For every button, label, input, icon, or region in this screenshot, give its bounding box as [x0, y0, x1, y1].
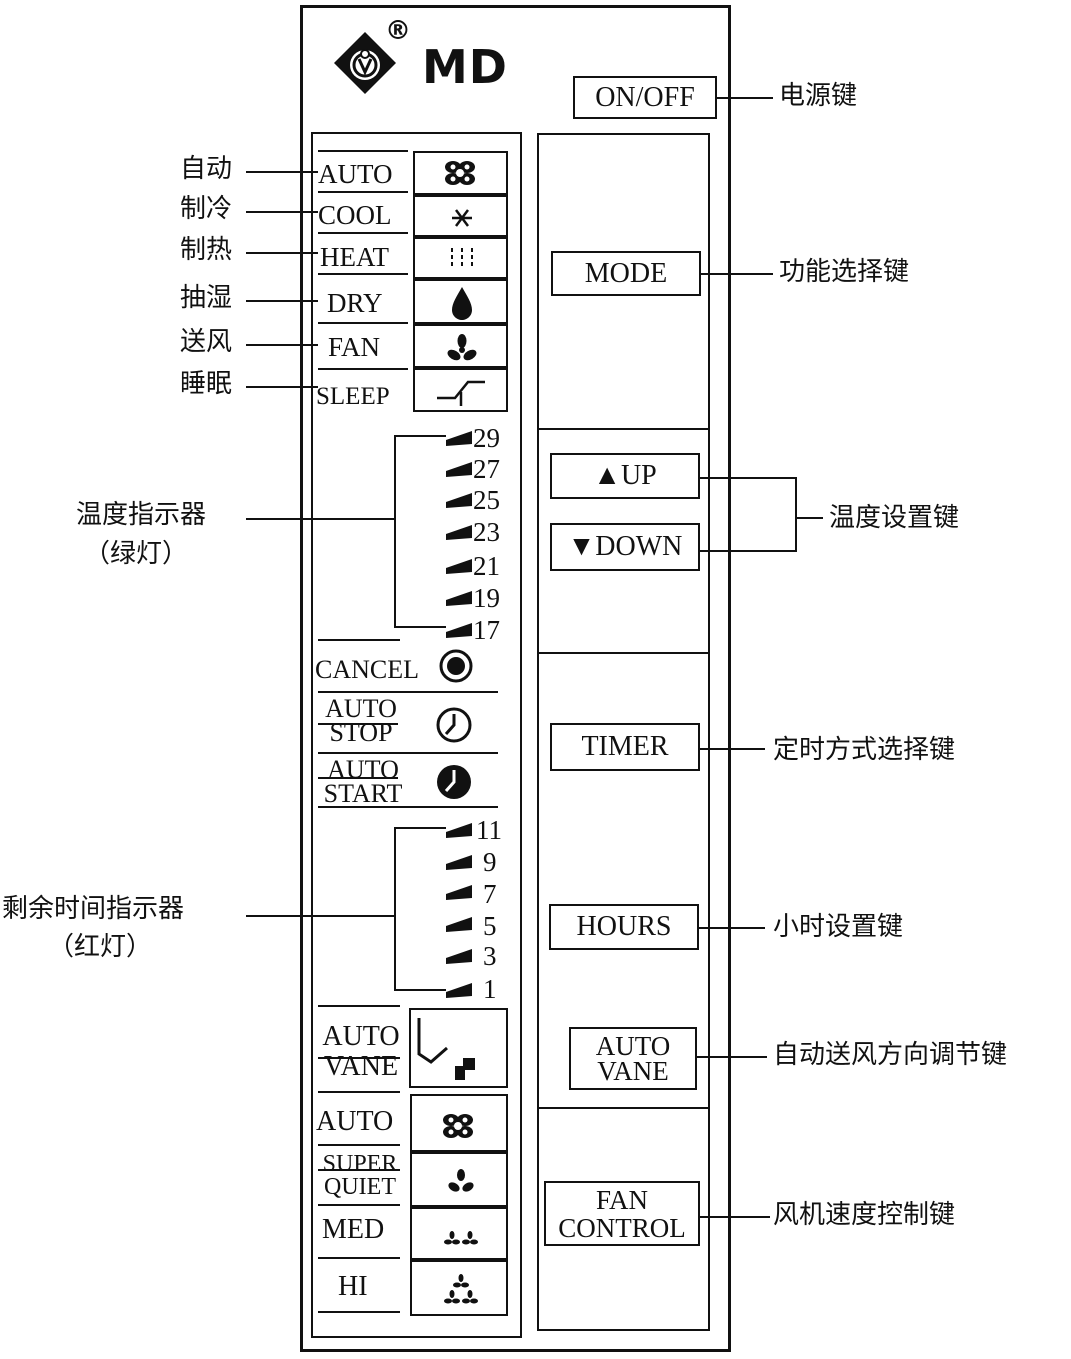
hours-button[interactable]: HOURS	[549, 904, 699, 950]
label-hours-key: 小时设置键	[773, 912, 904, 942]
label-heat-cn: 制热	[180, 235, 233, 265]
mode-label-heat: HEAT	[320, 242, 389, 272]
label-temp-set-key: 温度设置键	[829, 503, 960, 533]
temp-23: 23	[473, 517, 500, 547]
brand-logo-icon	[332, 30, 398, 96]
hours-7: 7	[483, 879, 497, 909]
vane-icon	[409, 1008, 508, 1088]
clock-filled-icon	[434, 762, 474, 802]
brand-name: MD	[422, 40, 508, 94]
temp-21: 21	[473, 551, 500, 581]
fan-icon	[413, 324, 508, 368]
label-sleep-cn: 睡眠	[180, 369, 233, 399]
label-auto-cn: 自动	[180, 154, 233, 184]
hours-1: 1	[483, 974, 497, 1004]
fan-auto-icon	[410, 1094, 508, 1152]
registered-mark: ®	[385, 16, 411, 46]
mode-label-auto: AUTO	[318, 159, 393, 189]
fan-speed-med-label: MED	[322, 1214, 385, 1245]
mode-label-cool: COOL	[318, 200, 392, 230]
temp-down-button[interactable]: ▼DOWN	[550, 523, 700, 571]
temp-19: 19	[473, 583, 500, 613]
label-power-key: 电源键	[779, 81, 858, 111]
temp-17: 17	[473, 615, 500, 645]
onoff-button[interactable]: ON/OFF	[573, 76, 717, 119]
indicator-panel	[311, 132, 522, 1338]
fan-med-icon	[410, 1207, 508, 1260]
remote-panel	[300, 5, 731, 1352]
clock-outline-icon	[434, 705, 474, 745]
label-temp-indicator-green: （绿灯）	[84, 539, 189, 569]
temp-27: 27	[473, 454, 500, 484]
label-temp-indicator: 温度指示器	[76, 500, 207, 530]
temp-29: 29	[473, 423, 500, 453]
label-timer-key: 定时方式选择键	[773, 735, 956, 765]
hours-3: 3	[483, 941, 497, 971]
label-remaining-time-red: （红灯）	[48, 932, 153, 962]
sleep-curve-icon	[413, 368, 508, 412]
cancel-label: CANCEL	[315, 655, 419, 684]
label-remaining-time: 剩余时间指示器	[2, 894, 185, 924]
label-fan-control-key: 风机速度控制键	[773, 1200, 956, 1230]
fan-hi-icon	[410, 1260, 508, 1316]
hours-11: 11	[476, 815, 502, 845]
label-fan-cn: 送风	[180, 327, 233, 357]
fan-blades-icon	[413, 151, 508, 195]
label-dry-cn: 抽湿	[180, 283, 233, 313]
mode-label-sleep: SLEEP	[316, 383, 390, 410]
water-drop-icon	[413, 279, 508, 324]
heat-waves-icon	[413, 237, 508, 279]
temp-25: 25	[473, 485, 500, 515]
timer-button[interactable]: TIMER	[550, 723, 700, 771]
fan-speed-hi-label: HI	[338, 1271, 368, 1302]
mode-label-fan: FAN	[328, 332, 381, 362]
hours-5: 5	[483, 911, 497, 941]
hours-9: 9	[483, 847, 497, 877]
label-mode-key: 功能选择键	[779, 257, 910, 287]
fan-quiet-icon	[410, 1152, 508, 1207]
temp-up-button[interactable]: ▲UP	[550, 453, 700, 499]
label-auto-vane-key: 自动送风方向调节键	[773, 1040, 1008, 1070]
mode-button[interactable]: MODE	[551, 251, 701, 296]
button-panel	[537, 133, 710, 1331]
fan-speed-auto-label: AUTO	[316, 1106, 394, 1137]
label-cool-cn: 制冷	[180, 194, 233, 224]
cancel-indicator-icon	[438, 648, 474, 684]
mode-label-dry: DRY	[327, 288, 383, 318]
snowflake-icon	[413, 195, 508, 237]
